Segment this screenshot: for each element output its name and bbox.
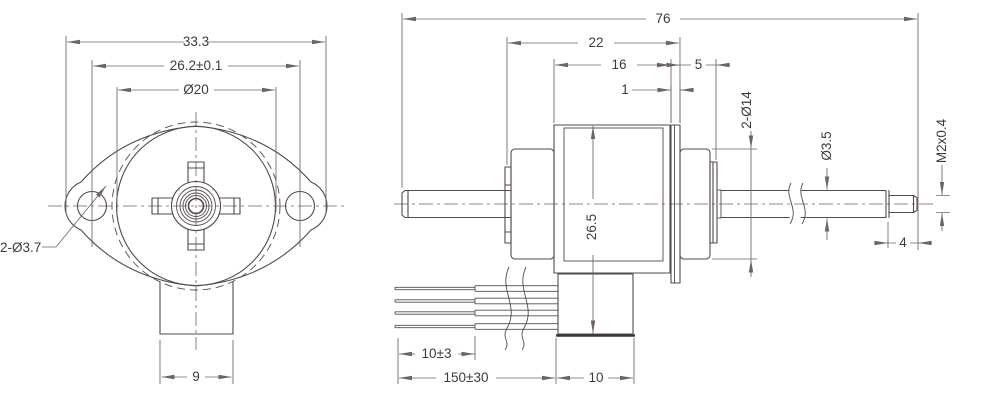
hub-tab-right <box>218 197 241 215</box>
dim-pilot-diameter: Ø20 <box>116 82 277 212</box>
wire-break-line <box>521 266 529 351</box>
ext-lines <box>91 60 301 247</box>
dim-text-body-length: 16 <box>611 57 626 72</box>
dim-thread-spec: M2x0.4 <box>934 118 950 231</box>
bearing-ring-1 <box>176 186 216 226</box>
dim-text-thread-spec: M2x0.4 <box>934 118 949 163</box>
hub-tab-top <box>187 161 205 184</box>
dim-front-boss-length: 5 <box>666 57 730 160</box>
dim-text-overall-length: 76 <box>655 11 670 26</box>
lead-wire-1 <box>394 285 558 292</box>
dim-text-mounting-holes: 2-Ø3.7 <box>0 240 41 255</box>
dim-text-terminal-block-width: 9 <box>192 369 200 384</box>
callout-mounting-holes: 2-Ø3.7 <box>0 185 107 255</box>
dim-text-housing-length: 22 <box>588 35 603 50</box>
dim-text-hole-spacing: 26.2±0.1 <box>170 58 222 73</box>
dim-lead-length: 150±30 <box>399 338 557 385</box>
bearing-ring-3 <box>182 192 210 220</box>
dim-terminal-block-width: 9 <box>159 340 234 384</box>
lead-wire-2 <box>394 297 558 305</box>
dim-text-thread-length: 4 <box>899 235 907 250</box>
dim-text-boss-diameter: 2-Ø14 <box>739 91 754 129</box>
output-shaft-outer <box>800 189 890 219</box>
ext-lines <box>936 195 950 213</box>
ext-lines <box>65 36 327 214</box>
dim-text-strip-length: 10±3 <box>422 346 452 361</box>
output-shaft-inner <box>720 189 790 219</box>
dim-housing-length: 22 <box>506 35 681 165</box>
dim-text-overall-width: 33.3 <box>183 34 209 49</box>
threaded-tip <box>888 194 918 214</box>
ext-lines <box>397 336 476 384</box>
shaft-break-line <box>788 182 794 225</box>
dim-strip-length: 10±3 <box>397 336 476 384</box>
ext-lines <box>670 86 681 123</box>
motor-body-face <box>563 127 664 262</box>
front-bearing-retainer <box>709 161 718 244</box>
terminal-block-side <box>557 273 634 335</box>
terminal-block-front <box>159 281 234 335</box>
bearing-ring-4 <box>185 195 207 217</box>
hub-cross <box>151 161 241 251</box>
hub-circle <box>170 180 222 232</box>
dim-text-overall-height: 26.5 <box>584 214 599 240</box>
hub-tab-left <box>151 197 174 215</box>
dim-boss-diameter: 2-Ø14 <box>712 91 757 277</box>
lead-wire-4 <box>394 323 558 330</box>
dim-terminal-block-length: 10 <box>557 338 635 385</box>
dim-overall-width: 33.3 <box>65 34 327 214</box>
dim-overall-length: 76 <box>401 11 919 250</box>
shaft-bore <box>187 197 205 215</box>
hidden-body-circle <box>111 121 281 291</box>
wire-break-line <box>504 266 512 351</box>
ext-lines <box>712 148 757 260</box>
dim-hole-spacing: 26.2±0.1 <box>91 58 301 247</box>
ext-lines <box>506 37 681 165</box>
lead-wires <box>394 266 558 351</box>
ext-lines <box>116 87 277 212</box>
motor-body <box>553 124 671 274</box>
pilot-circle <box>115 125 277 287</box>
dim-overall-height: 26.5 <box>584 126 599 334</box>
rear-bearing-retainer <box>504 166 512 244</box>
dim-shaft-diameter: Ø3.5 <box>819 131 834 240</box>
dim-flange-thickness: 1 <box>621 82 694 123</box>
rear-shaft <box>401 189 512 219</box>
dim-text-pilot-diameter: Ø20 <box>183 82 209 97</box>
dim-text-front-boss-length: 5 <box>695 57 703 72</box>
dim-text-lead-length: 150±30 <box>444 370 489 385</box>
dim-body-length: 16 <box>553 57 672 123</box>
ext-lines <box>401 13 919 250</box>
bearing-ring-2 <box>179 189 213 223</box>
dim-thread-length: 4 <box>874 222 932 250</box>
ext-lines <box>159 340 234 384</box>
dim-text-shaft-diameter: Ø3.5 <box>819 131 834 160</box>
lead-wire-3 <box>394 309 558 317</box>
front-view: 33.3 26.2±0.1 Ø20 2-Ø3.7 9 <box>0 34 345 384</box>
dim-text-terminal-block-length: 10 <box>588 370 603 385</box>
side-view: 76 22 16 5 1 <box>394 11 950 385</box>
shaft-break-line <box>800 182 806 225</box>
leader-line <box>42 185 107 248</box>
hub-tab-bottom <box>187 228 205 251</box>
dim-text-flange-thickness: 1 <box>621 82 629 97</box>
front-hub-step <box>716 189 722 219</box>
